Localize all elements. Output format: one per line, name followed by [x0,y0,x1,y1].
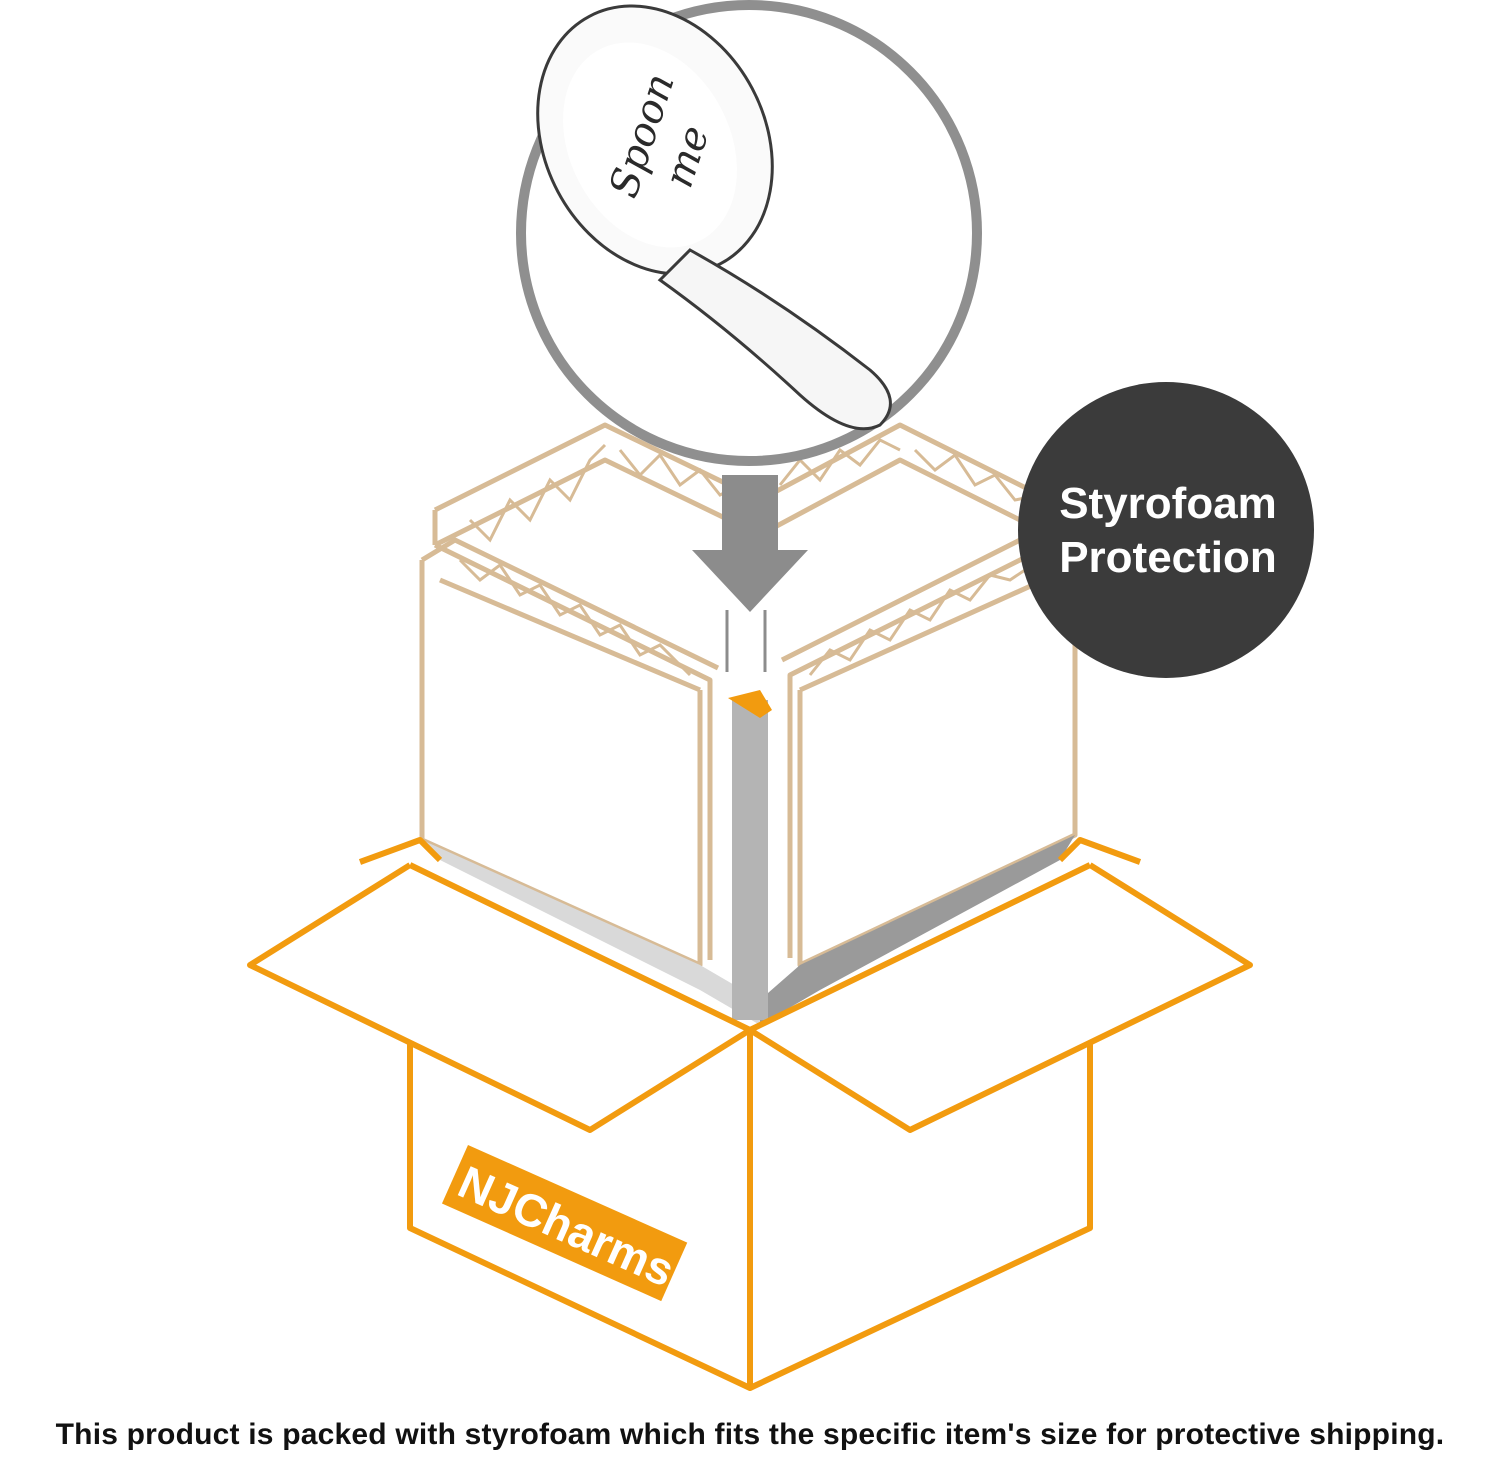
corrugation-pattern [458,438,1041,677]
badge-line1: Styrofoam [1059,479,1277,528]
down-arrow-icon [692,475,808,672]
styrofoam-base [422,690,1075,1025]
caption-text: This product is packed with styrofoam wh… [55,1418,1445,1451]
styrofoam-protection-badge: Styrofoam Protection [1018,382,1314,678]
product-zoom-circle: Spoon me [516,0,982,466]
njcharms-logo: NJCharms [441,1145,688,1302]
badge-line2: Protection [1059,533,1277,582]
spoon-rest-image: Spoon me [536,4,892,431]
shipping-box [247,837,1253,1391]
